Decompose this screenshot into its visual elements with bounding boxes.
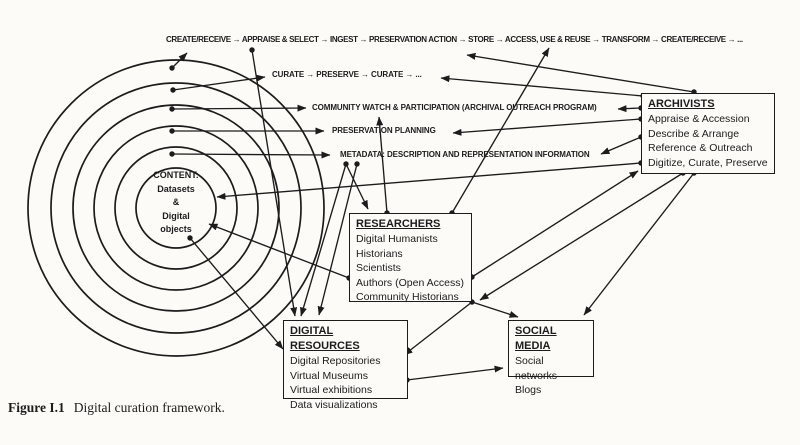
circle-metadata: [114, 146, 238, 270]
arrow-metadata-to-digital-resources-2: [317, 163, 358, 316]
box-item: Appraise & Accession: [648, 113, 750, 125]
researchers-box-title: RESEARCHERS: [356, 218, 441, 230]
arrow-researchers-to-community-watch: [376, 116, 388, 214]
label-curate-line: CURATE → PRESERVE → CURATE → ...: [272, 70, 422, 79]
box-item: Historians: [356, 247, 403, 260]
box-item: Reference & Outreach: [648, 142, 753, 155]
arrow-researchers-to-social-media: [471, 301, 519, 318]
arrow-researchers-to-digital-resources: [403, 301, 473, 356]
circle-lifecycle: [27, 59, 325, 357]
box-item: Data visualizations: [290, 398, 378, 411]
arrow-ring-to-community-watch: [171, 104, 307, 112]
box-item: Digital Repositories: [290, 355, 381, 367]
arrow-archivists-to-community-watch: [617, 105, 642, 113]
arrow-ring-to-cycle-line: [171, 52, 188, 69]
connector-arrows: [171, 47, 695, 381]
content-line: &: [172, 197, 180, 207]
digital-resources-box: DIGITAL RESOURCES Digital Repositories V…: [283, 320, 408, 411]
circle-preservation-planning: [93, 125, 259, 291]
box-item: Virtual Museums: [290, 369, 369, 382]
arrow-content-to-digital-resources: [189, 237, 284, 350]
arrow-archivists-to-social-media: [583, 172, 695, 316]
figure-caption-text: Digital curation framework.: [73, 400, 225, 415]
box-item: Scientists: [356, 262, 401, 275]
box-item: Virtual exhibitions: [290, 384, 373, 397]
concentric-circles: [27, 59, 325, 357]
arrow-digital-resources-to-social-media: [406, 365, 504, 381]
circle-community-watch: [72, 104, 280, 312]
arrow-researchers-to-content: [208, 223, 350, 279]
arrow-archivists-to-curate: [440, 75, 644, 97]
box-item: Describe & Arrange: [648, 127, 740, 140]
box-item: Social networks: [515, 355, 558, 382]
arrow-metadata-to-digital-resources-1: [300, 163, 347, 317]
content-core-label: CONTENT: Datasets & Digital objects: [131, 169, 221, 237]
content-line: objects: [160, 224, 192, 234]
label-community-watch: COMMUNITY WATCH & PARTICIPATION (ARCHIVA…: [312, 103, 597, 112]
arrow-archivists-to-researchers: [479, 172, 684, 301]
box-item: Digitize, Curate, Preserve: [648, 156, 768, 169]
figure-caption: Figure I.1 Digital curation framework.: [8, 400, 225, 416]
arrow-researchers-to-access-use-reuse: [451, 47, 550, 214]
circle-content: [135, 167, 217, 249]
box-item: Community Historians: [356, 291, 459, 304]
box-item: Digital Humanists: [356, 233, 438, 245]
arrow-archivists-to-content: [216, 162, 642, 200]
content-line: Datasets: [157, 183, 195, 194]
arrow-appraise-to-digital-resources: [251, 49, 298, 317]
social-media-box: SOCIAL MEDIA Social networks Blogs: [508, 320, 594, 396]
researchers-box: RESEARCHERS Digital Humanists Historians…: [349, 213, 472, 304]
arrow-ring-to-curate: [172, 74, 266, 91]
content-line: Digital: [162, 210, 190, 221]
arrow-metadata-to-researchers: [345, 163, 369, 210]
arrow-ring-to-metadata: [171, 151, 331, 159]
arrow-archivists-to-cycle-line: [466, 52, 695, 93]
label-preservation-planning: PRESERVATION PLANNING: [332, 126, 436, 135]
box-item: Authors (Open Access): [356, 276, 464, 289]
label-lifecycle-cycle-line: CREATE/RECEIVE → APPRAISE & SELECT → ING…: [166, 35, 743, 44]
content-line: CONTENT:: [153, 170, 199, 180]
label-metadata: METADATA: DESCRIPTION AND REPRESENTATION…: [340, 150, 590, 159]
arrow-archivists-to-metadata: [600, 136, 642, 155]
archivists-box-title: ARCHIVISTS: [648, 98, 715, 110]
social-media-box-title: SOCIAL MEDIA: [515, 325, 557, 352]
archivists-box: ARCHIVISTS Appraise & Accession Describe…: [641, 93, 775, 174]
arrow-archivists-to-preservation-planning: [452, 118, 642, 136]
circle-curate: [50, 82, 302, 334]
arrow-researchers-to-archivists: [471, 170, 639, 278]
digital-resources-box-title: DIGITAL RESOURCES: [290, 325, 360, 352]
box-item: Blogs: [515, 384, 542, 397]
figure-caption-label: Figure I.1: [8, 400, 65, 415]
